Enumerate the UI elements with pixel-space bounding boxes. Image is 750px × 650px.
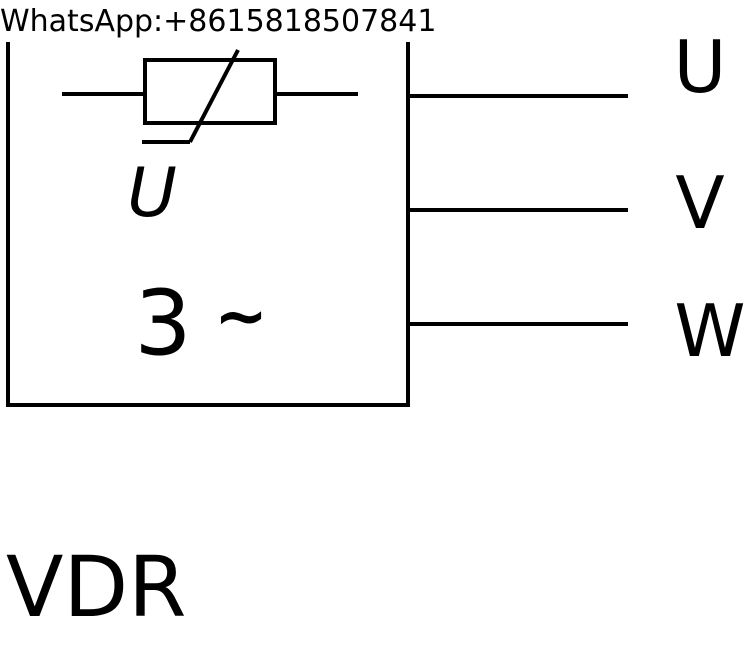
terminal-label-v: V <box>675 161 724 245</box>
terminal-label-u: U <box>674 25 727 109</box>
ac-symbol: ~ <box>214 280 268 354</box>
enclosure-box <box>6 40 410 407</box>
varistor-diagonal <box>188 49 240 143</box>
phase-count: 3 <box>134 271 191 376</box>
component-caption: VDR <box>6 538 187 636</box>
varistor-body <box>143 58 277 125</box>
varistor-voltage-symbol: U <box>127 154 177 233</box>
watermark-text: WhatsApp:+8615818507841 <box>0 2 441 42</box>
terminal-label-w: W <box>674 289 745 373</box>
